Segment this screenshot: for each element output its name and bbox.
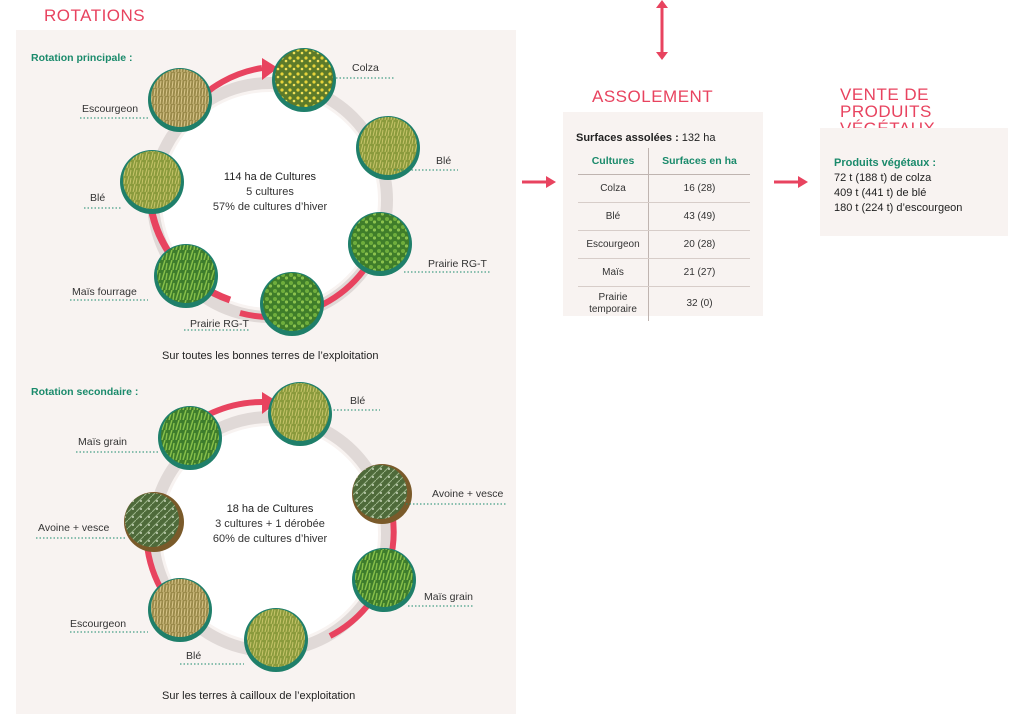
rotation-principale-title: Rotation principale : [31, 52, 133, 64]
crop-label: Blé [436, 155, 452, 167]
rotation-secondaire-diagram [36, 382, 506, 672]
surfaces-value: 132 ha [681, 132, 716, 144]
surfaces-label: Surfaces assolées : [576, 132, 679, 144]
rotation-secondaire-summary: 18 ha de Cultures 3 cultures + 1 dérobée… [200, 502, 340, 547]
crop-label: Blé [90, 192, 106, 204]
crop-label: Escourgeon [82, 103, 139, 115]
crop-avoine-vesce-photo [352, 464, 412, 524]
summary-line: 5 cultures [246, 186, 294, 198]
table-cell-surface: 21 (27) [648, 258, 750, 287]
arrow-to-vente [774, 176, 808, 188]
crop-prairie-photo [260, 272, 324, 336]
crop-ble-photo [356, 116, 420, 180]
crop-ble-photo [268, 382, 332, 446]
rotation-principale-summary: 114 ha de Cultures 5 cultures 57% de cul… [205, 170, 335, 215]
crop-label: Maïs fourrage [72, 286, 137, 298]
table-cell-culture: Prairie temporaire [578, 286, 649, 321]
table-cell-surface: 16 (28) [648, 174, 750, 203]
crop-label: Colza [352, 62, 379, 74]
crop-label: Avoine + vesce [432, 488, 504, 500]
table-header-row: Cultures Surfaces en ha [578, 148, 750, 175]
assolement-table: Cultures Surfaces en ha Colza 16 (28) Bl… [578, 148, 750, 321]
assolement-title: ASSOLEMENT [592, 87, 714, 106]
crop-avoine-vesce-photo [124, 492, 184, 552]
table-cell-surface: 43 (49) [648, 202, 750, 231]
vente-title-line: VENTE DE PRODUITS [840, 85, 932, 121]
rotation-secondaire-caption: Sur les terres à cailloux de l’exploitat… [162, 690, 356, 702]
summary-line: 3 cultures + 1 dérobée [215, 518, 325, 530]
table-row: Maïs 21 (27) [578, 258, 750, 287]
rotation-principale-diagram [70, 48, 490, 336]
rotation-secondaire-title: Rotation secondaire : [31, 386, 139, 398]
table-row: Prairie temporaire 32 (0) [578, 286, 750, 321]
crop-label: Prairie RG-T [190, 318, 249, 330]
table-row: Colza 16 (28) [578, 174, 750, 203]
crop-label: Escourgeon [70, 618, 127, 630]
crop-escourgeon-photo [148, 578, 212, 642]
table-cell-culture: Escourgeon [578, 230, 649, 259]
crop-label: Maïs grain [424, 591, 474, 603]
crop-mais-photo [154, 244, 218, 308]
table-row: Escourgeon 20 (28) [578, 230, 750, 259]
table-header: Surfaces en ha [648, 148, 750, 175]
crop-mais-photo [158, 406, 222, 470]
vente-content: Produits végétaux : 72 t (188 t) de colz… [834, 156, 962, 216]
crop-ble-photo [120, 150, 184, 214]
summary-line: 57% de cultures d’hiver [212, 201, 328, 213]
table-row: Blé 43 (49) [578, 202, 750, 231]
table-cell-surface: 32 (0) [686, 298, 713, 310]
table-cell-culture: Maïs [578, 258, 649, 287]
crop-label: Avoine + vesce [38, 522, 110, 534]
crop-label: Blé [350, 395, 366, 407]
vente-panel [820, 128, 1008, 236]
crop-colza-photo [272, 48, 336, 112]
vente-line: 180 t (224 t) d’escourgeon [834, 202, 963, 214]
crop-label: Blé [186, 650, 202, 662]
summary-line: 60% de cultures d’hiver [212, 533, 328, 545]
table-cell-surface: 20 (28) [648, 230, 750, 259]
vente-head: Produits végétaux : [834, 157, 937, 169]
arrow-to-assolement [522, 176, 556, 188]
vente-line: 72 t (188 t) de colza [834, 172, 932, 184]
crop-prairie-photo [348, 212, 412, 276]
vertical-double-arrow [656, 0, 668, 60]
surfaces-assolees: Surfaces assolées : 132 ha [576, 132, 715, 144]
rotation-principale-caption: Sur toutes les bonnes terres de l’exploi… [162, 350, 379, 362]
summary-line: 18 ha de Cultures [226, 503, 314, 515]
rotations-title: ROTATIONS [44, 6, 146, 25]
summary-line: 114 ha de Cultures [223, 171, 317, 183]
table-cell-culture: Blé [578, 202, 649, 231]
vente-line: 409 t (441 t) de blé [834, 187, 927, 199]
crop-label: Maïs grain [78, 436, 128, 448]
crop-ble-photo [244, 608, 308, 672]
table-header: Cultures [578, 148, 649, 175]
crop-escourgeon-photo [148, 68, 212, 132]
crop-mais-photo [352, 548, 416, 612]
crop-label: Prairie RG-T [428, 258, 487, 270]
table-cell-culture: Colza [578, 174, 649, 203]
